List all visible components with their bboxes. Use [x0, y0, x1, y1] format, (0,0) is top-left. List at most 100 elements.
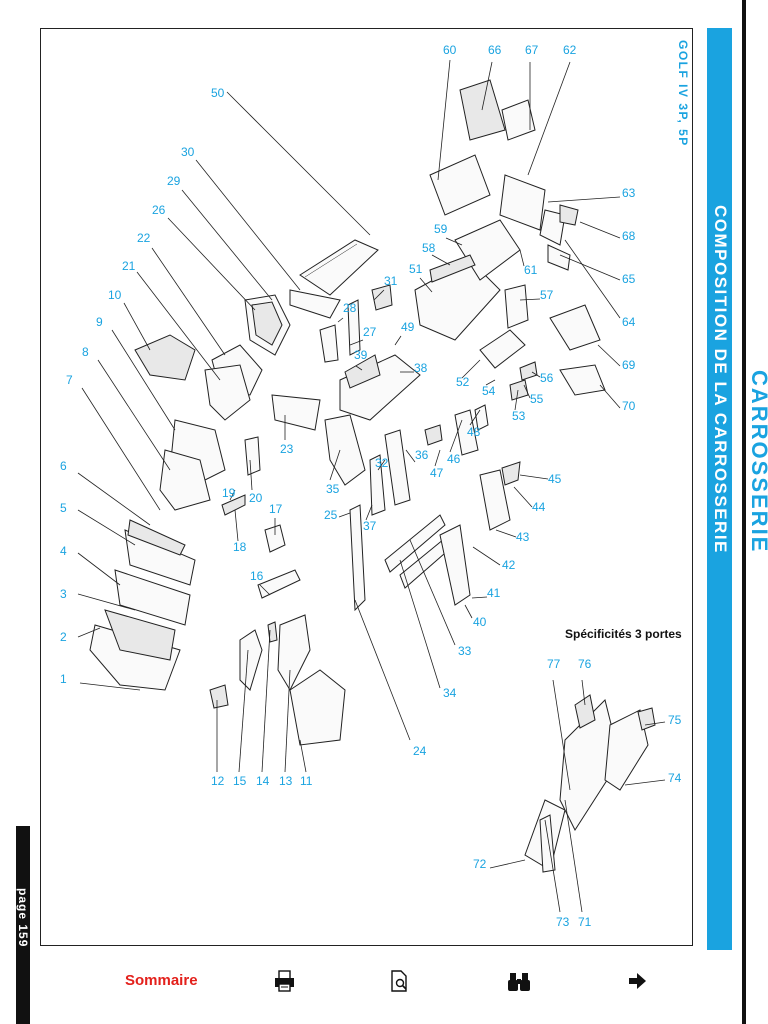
trunk-floor: [429, 154, 491, 216]
binoculars-icon[interactable]: [506, 968, 532, 994]
callout-number: 20: [249, 491, 263, 505]
leader-line-5: [77, 509, 136, 546]
leader-line-54: [485, 379, 496, 386]
a-pillar-upper: [347, 299, 361, 356]
callout-number: 65: [622, 272, 636, 286]
bumper-beam: [114, 569, 191, 626]
leader-line-9: [111, 329, 176, 431]
roof-panel: [299, 239, 379, 296]
lock-carrier: [159, 449, 211, 511]
windshield-glass: [251, 301, 283, 346]
leader-line-35: [329, 449, 341, 481]
callout-number: 74: [668, 771, 682, 785]
leader-line-26: [167, 217, 256, 311]
rear-panel-bracket: [559, 204, 579, 226]
rear-pillar-reinf: [474, 404, 489, 431]
b-pillar: [349, 504, 366, 612]
a-pillar-lower: [324, 414, 366, 486]
leader-line-48: [469, 409, 481, 426]
callout-number: 64: [622, 315, 636, 329]
leader-line-71: [564, 799, 583, 913]
callout-number: 10: [108, 288, 122, 302]
callout-number: 60: [443, 43, 457, 57]
leader-line-32: [377, 459, 386, 471]
callout-number: 6: [60, 459, 67, 473]
print-icon[interactable]: [272, 968, 298, 994]
callout-number: 29: [167, 174, 181, 188]
callout-number: 30: [181, 145, 195, 159]
callout-number: 12: [211, 774, 225, 788]
callout-number: 9: [96, 315, 103, 329]
three-door-window-frame: [574, 694, 596, 729]
callout-number: 24: [413, 744, 427, 758]
callout-number: 31: [384, 274, 398, 288]
callout-number: 23: [280, 442, 294, 456]
leader-line-25: [338, 512, 351, 518]
callout-number: 27: [363, 325, 377, 339]
callout-number: 11: [300, 774, 313, 788]
callout-number: 77: [547, 657, 561, 671]
leader-line-64: [564, 239, 621, 319]
leader-line-63: [547, 196, 621, 203]
callout-number: 56: [540, 371, 554, 385]
leader-line-59: [445, 237, 463, 246]
leader-line-75: [644, 721, 666, 726]
leader-line-19: [229, 489, 236, 501]
upper-cross-member: [289, 289, 341, 319]
callout-number: 70: [622, 399, 636, 413]
three-door-specifics-label: Spécificités 3 portes: [565, 627, 682, 641]
callout-number: 14: [256, 774, 270, 788]
document-search-icon[interactable]: [386, 968, 412, 994]
leader-line-13: [284, 669, 291, 773]
three-door-quarter-panel: [604, 709, 649, 791]
callout-number: 34: [443, 686, 457, 700]
leader-line-30: [195, 159, 301, 291]
callout-number: 17: [269, 502, 283, 516]
callout-number: 39: [354, 348, 368, 362]
sommaire-link[interactable]: Sommaire: [125, 972, 198, 989]
callout-number: 15: [233, 774, 247, 788]
callout-number: 7: [66, 373, 73, 387]
callout-number: 51: [409, 262, 423, 276]
leader-line-33: [409, 539, 456, 646]
callout-number: 32: [375, 456, 389, 470]
lower-support: [257, 569, 301, 599]
leader-line-15: [238, 649, 249, 773]
callout-number: 37: [363, 519, 377, 533]
callout-number: 69: [622, 358, 636, 372]
callout-number: 26: [152, 203, 166, 217]
callout-number: 21: [122, 259, 136, 273]
side-sill-outer: [384, 514, 446, 573]
leader-line-50: [226, 91, 371, 236]
leader-line-40: [464, 604, 473, 619]
rear-crossmember: [429, 254, 476, 283]
leader-line-51: [419, 277, 433, 293]
longitudinal-member: [271, 394, 321, 431]
leader-line-10: [123, 302, 151, 351]
leader-line-3: [77, 593, 136, 611]
leader-line-73: [544, 819, 561, 913]
leader-line-4: [77, 552, 121, 586]
callout-number: 35: [326, 482, 340, 496]
callout-number: 67: [525, 43, 539, 57]
rear-door-frame: [479, 469, 511, 531]
callout-number: 43: [516, 530, 530, 544]
callout-number: 54: [482, 384, 496, 398]
leader-line-16: [259, 584, 271, 596]
right-edge-rule: [742, 0, 746, 1024]
callout-number: 75: [668, 713, 682, 727]
leader-line-37: [365, 504, 373, 521]
callout-number: 52: [456, 375, 470, 389]
reinforcement: [221, 494, 246, 516]
leader-line-44: [513, 486, 533, 508]
footer-nav: Sommaire: [40, 962, 700, 1002]
next-arrow-icon[interactable]: [624, 968, 650, 994]
wheel-housing-front: [239, 629, 263, 691]
leader-line-18: [234, 509, 239, 542]
rear-panel-lower: [501, 99, 536, 141]
leader-line-2: [77, 627, 101, 638]
rear-door-shell: [439, 524, 471, 606]
leader-line-69: [597, 344, 621, 367]
radiator-grille: [127, 519, 186, 556]
